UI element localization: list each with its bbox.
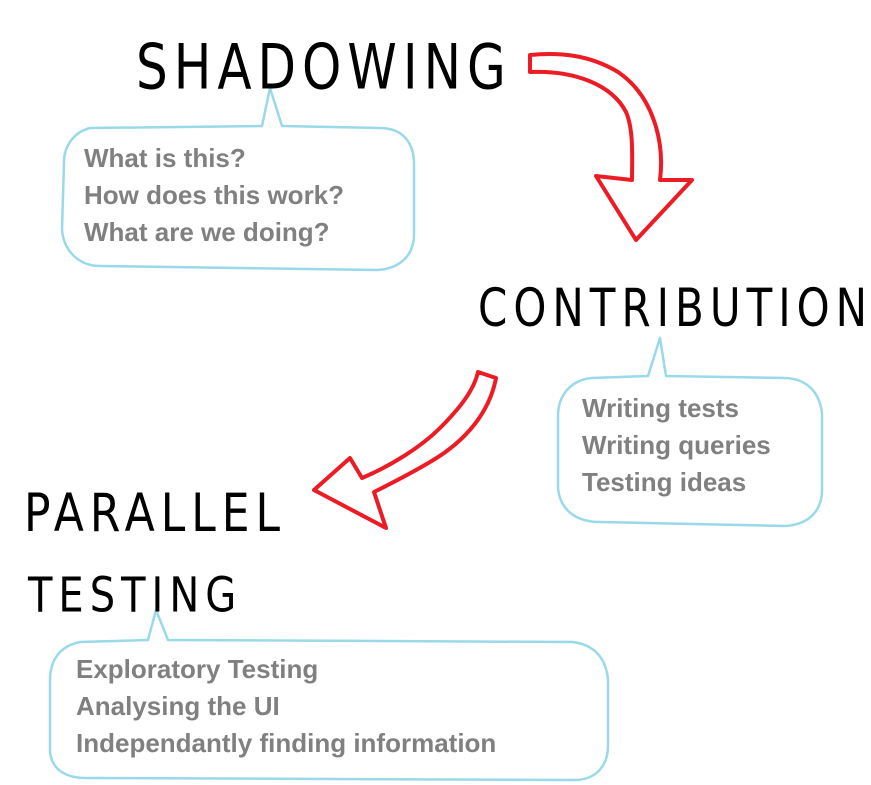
arrow-contribution-to-parallel bbox=[312, 370, 498, 530]
contribution-item: Writing tests bbox=[582, 393, 739, 423]
bubble-contribution bbox=[556, 336, 824, 528]
contribution-items: Writing tests Writing queries Testing id… bbox=[582, 390, 771, 501]
stage-title-parallel-line2: TESTING bbox=[28, 568, 243, 624]
contribution-item: Writing queries bbox=[582, 430, 771, 460]
stage-title-contribution: CONTRIBUTION bbox=[478, 277, 871, 339]
stage-title-parallel-line1: PARALLEL bbox=[24, 483, 287, 545]
parallel-item: Analysing the UI bbox=[76, 691, 280, 721]
shadowing-item: How does this work? bbox=[84, 180, 345, 210]
parallel-items: Exploratory Testing Analysing the UI Ind… bbox=[76, 651, 496, 762]
parallel-item: Exploratory Testing bbox=[76, 654, 319, 684]
contribution-item: Testing ideas bbox=[582, 467, 747, 497]
parallel-item: Independantly finding information bbox=[76, 728, 497, 758]
shadowing-items: What is this? How does this work? What a… bbox=[84, 140, 344, 251]
bubble-shadowing bbox=[60, 86, 416, 272]
stage-title-shadowing: SHADOWING bbox=[136, 31, 512, 104]
arrow-shadowing-to-contribution bbox=[528, 51, 694, 242]
shadowing-item: What are we doing? bbox=[84, 217, 330, 247]
shadowing-item: What is this? bbox=[84, 143, 246, 173]
bubble-parallel bbox=[48, 608, 610, 782]
